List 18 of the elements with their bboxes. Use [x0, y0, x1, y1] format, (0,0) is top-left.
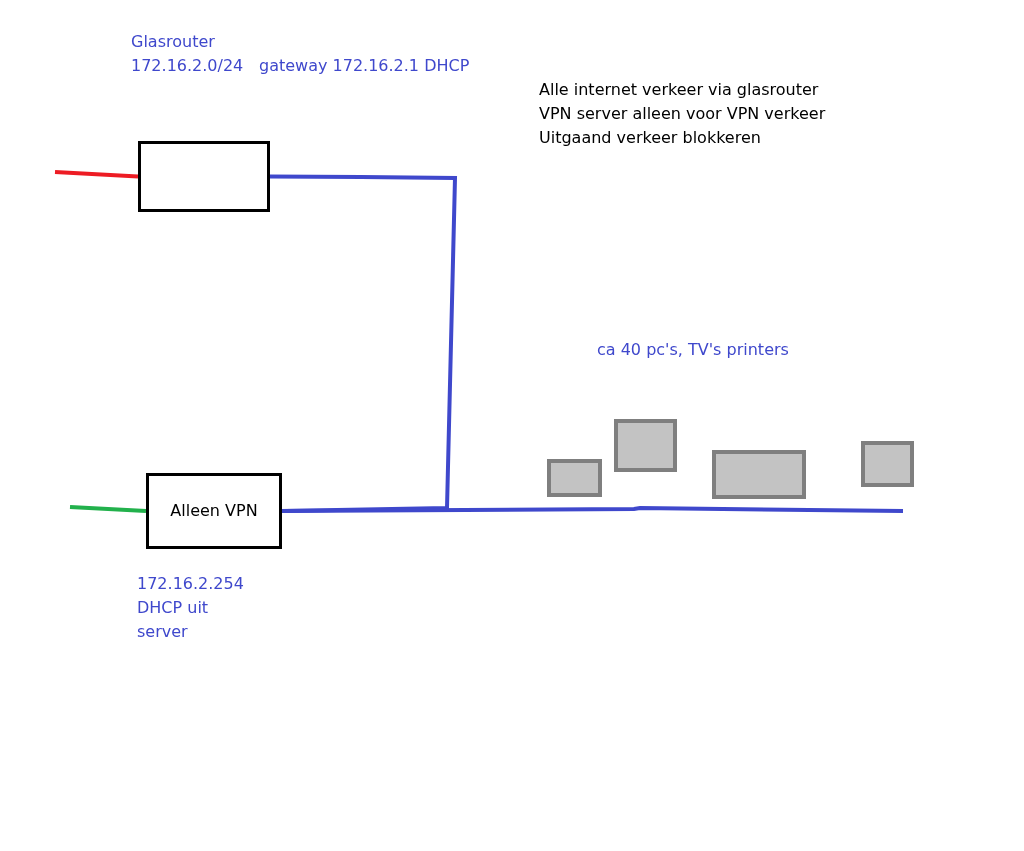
note-text: VPN server alleen voor VPN verkeer: [539, 103, 826, 125]
device-box: [614, 419, 677, 472]
device-group-label: ca 40 pc's, TV's printers: [597, 339, 789, 361]
device-note: DHCP uit: [137, 597, 209, 619]
note-text: Uitgaand verkeer blokkeren: [539, 127, 761, 149]
device-note: Glasrouter: [131, 31, 215, 53]
device-box: [547, 459, 602, 497]
device-box: [712, 450, 806, 499]
device-note: gateway 172.16.2.1 DHCP: [259, 55, 470, 77]
device-note: server: [137, 621, 188, 643]
cable-line: [54, 170, 139, 179]
cable-line: [69, 505, 147, 513]
device-note: 172.16.2.0/24: [131, 55, 244, 77]
note-text: Alle internet verkeer via glasrouter: [539, 79, 819, 101]
box-label: Alleen VPN: [169, 500, 259, 522]
device-note: 172.16.2.254: [137, 573, 244, 595]
device-box: [861, 441, 914, 487]
cable-line: [282, 506, 904, 513]
